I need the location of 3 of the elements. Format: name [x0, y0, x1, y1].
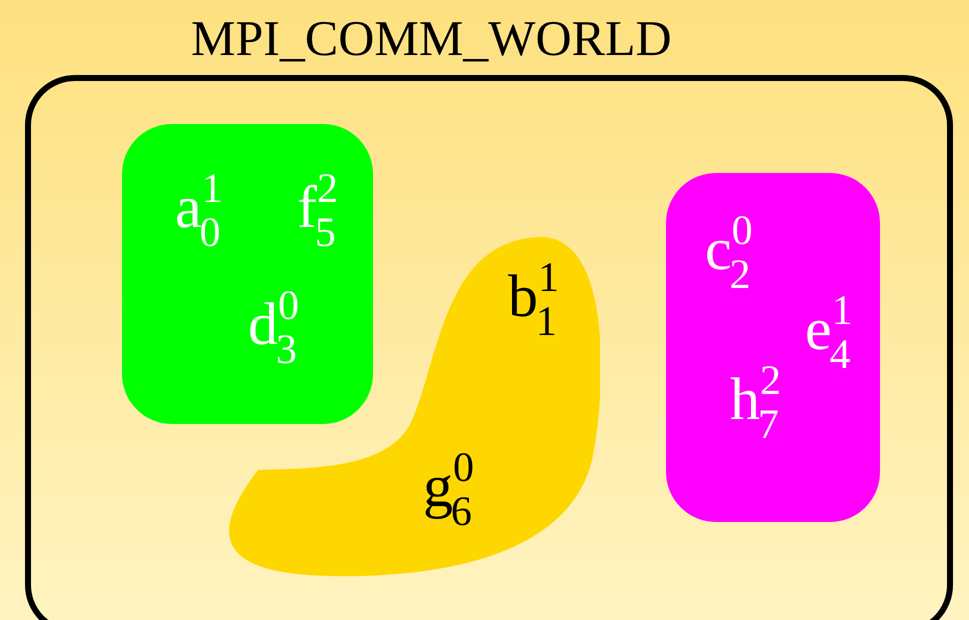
group-box: [666, 173, 880, 522]
group-title: MPI_COMM_WORLD: [191, 13, 672, 63]
group-box: [122, 124, 373, 424]
